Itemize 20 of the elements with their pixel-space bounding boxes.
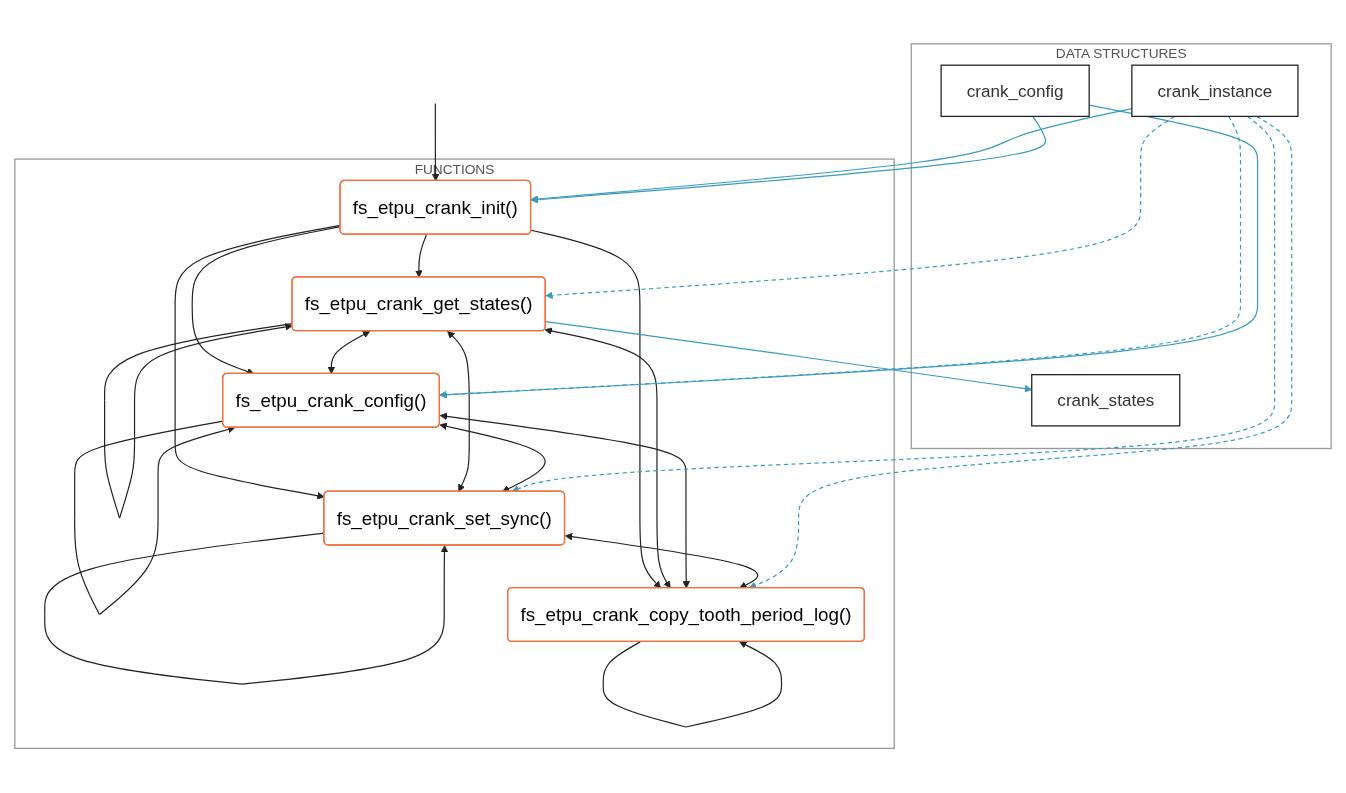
arrow bbox=[511, 116, 1276, 493]
arrow bbox=[104, 323, 293, 520]
arrow bbox=[431, 103, 440, 182]
arrow bbox=[415, 234, 428, 279]
arrow bbox=[74, 420, 236, 616]
arrow bbox=[748, 116, 1293, 590]
arrow bbox=[544, 327, 671, 589]
arrow bbox=[565, 533, 759, 589]
arrow bbox=[447, 331, 470, 493]
arrow bbox=[602, 641, 783, 728]
node-box: crank_instance bbox=[1131, 64, 1299, 118]
arrow bbox=[545, 116, 1175, 300]
node-box: crank_config bbox=[940, 64, 1090, 118]
arrow bbox=[530, 230, 662, 589]
arrow bbox=[530, 116, 1047, 204]
arrow bbox=[439, 423, 546, 493]
arrow bbox=[439, 413, 691, 589]
node-box: crank_states bbox=[1031, 374, 1181, 427]
arrow bbox=[44, 532, 449, 686]
arrow bbox=[327, 331, 371, 375]
